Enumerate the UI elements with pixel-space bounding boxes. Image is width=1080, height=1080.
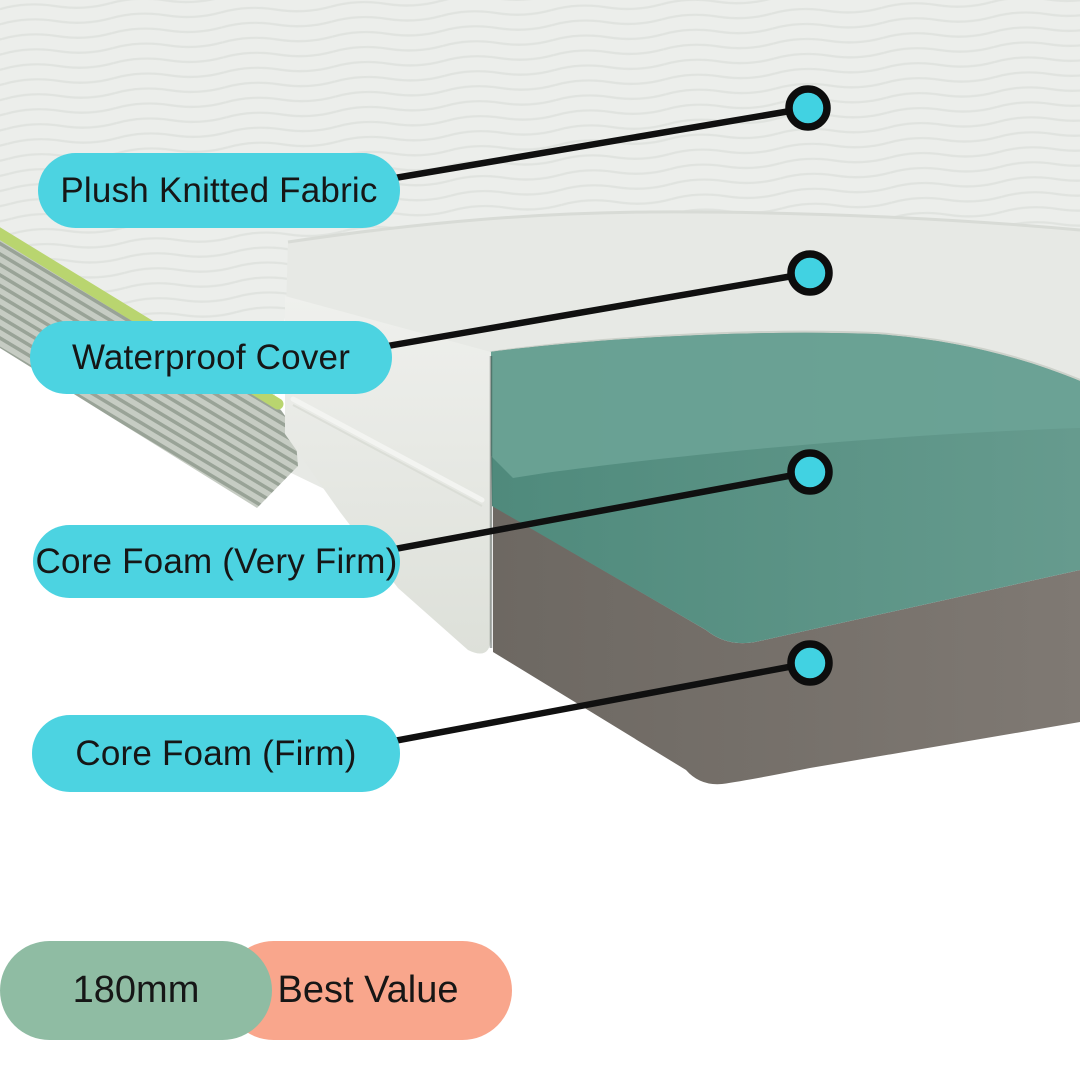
thickness-text: 180mm <box>72 969 200 1011</box>
callout-label-text: Core Foam (Very Firm) <box>35 541 398 581</box>
callout-dot-core-foam-very-firm <box>787 449 833 495</box>
callout-line-core-foam-firm <box>326 659 814 757</box>
callout-label-text: Waterproof Cover <box>71 337 351 377</box>
cover-drape-seam-shadow <box>292 404 483 507</box>
callout-label-text: Core Foam (Firm) <box>75 733 357 773</box>
fabric-edge-shadow <box>287 210 1080 244</box>
callout-label-waterproof-cover: Waterproof Cover <box>30 321 392 394</box>
callout-line-core-foam-very-firm <box>326 468 814 565</box>
callout-dot-plush-knitted-fabric <box>785 85 831 131</box>
best-value-badge: Best Value <box>224 941 512 1040</box>
best-value-text: Best Value <box>277 969 459 1011</box>
callout-dot-core-foam-firm <box>787 640 833 686</box>
core-foam-very-firm-layer <box>490 332 1080 644</box>
foam-top-face <box>490 332 1080 478</box>
callout-label-plush-knitted-fabric: Plush Knitted Fabric <box>38 153 400 228</box>
callout-label-text: Plush Knitted Fabric <box>60 170 378 210</box>
callout-label-core-foam-very-firm: Core Foam (Very Firm) <box>33 525 400 598</box>
callout-dot-waterproof-cover <box>787 250 833 296</box>
core-foam-firm-layer <box>493 506 1080 785</box>
cover-drape-seam <box>290 396 485 503</box>
thickness-badge: 180mm <box>0 941 272 1040</box>
callout-label-core-foam-firm: Core Foam (Firm) <box>32 715 400 792</box>
